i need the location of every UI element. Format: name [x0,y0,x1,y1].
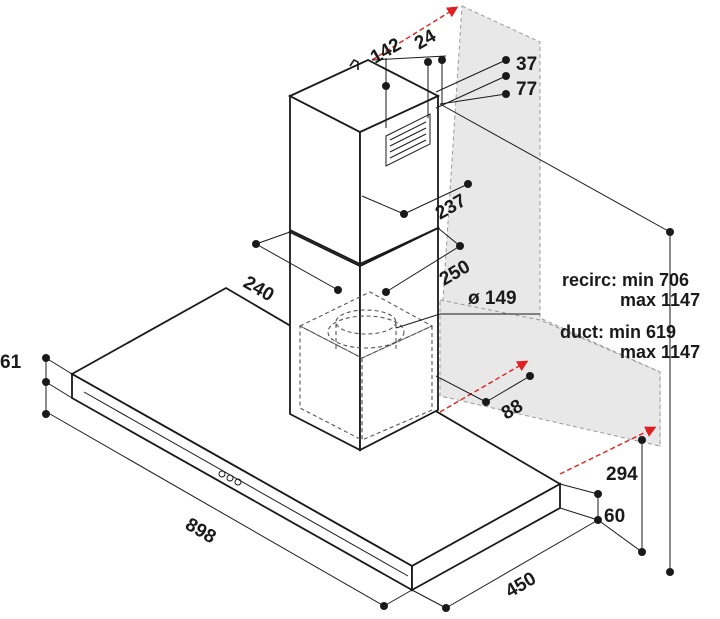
control-button-icon [234,478,242,486]
dim-450b-line [445,519,599,609]
control-button-icon [218,470,226,478]
dim-dot [666,568,674,576]
dim-dot [380,602,388,610]
top-wall-arrow [371,6,459,61]
label-450: 450 [502,568,540,602]
dim-88b-line [485,375,531,403]
dim-61-ext-b [45,381,73,399]
bracket-top [349,58,359,70]
dim-898-line [49,413,385,607]
dim-dot [42,410,50,418]
dim-dot [502,72,510,80]
dim-61-ext-a [45,357,73,375]
label-diameter-149: ø 149 [468,288,517,309]
dim-dot [252,240,260,248]
duct-outlet-dashed [298,291,434,441]
dim-37-leader [435,59,507,93]
upper-chimney-top [287,58,441,134]
height-leader [439,103,671,233]
control-button-icon [226,474,234,482]
dim-dot [334,286,342,294]
dim-250-ext [437,227,461,247]
dim-142-base [371,55,447,61]
dim-dot [638,548,646,556]
dim-240-line [255,243,339,291]
dim-237b-line [403,183,469,215]
mid-wall-arrow [439,360,529,413]
dim-88-line [435,375,487,403]
dim-dot [526,372,534,380]
label-294: 294 [606,464,638,485]
dim-237-line [361,195,405,215]
dim-dot [482,398,490,406]
dim-77b-leader [439,93,507,105]
dim-dot [464,180,472,188]
note-duct-min: duct: min 619 [560,322,676,342]
dim-60-ext [559,483,599,495]
label-898: 898 [182,514,220,548]
dim-dot [42,354,50,362]
dim-dot [442,604,450,612]
low-wall-arrow [559,426,657,475]
dim-dot [400,210,408,218]
dim-dot [424,58,432,66]
dim-250-line [385,245,461,293]
note-recirc-max: max 1147 [620,290,700,310]
dim-dot [438,56,446,64]
dim-dot [42,378,50,386]
note-duct-max: max 1147 [620,342,700,362]
dim-dot [666,228,674,236]
dim-dot [594,490,602,498]
label-24: 24 [411,25,440,54]
dim-dot [502,56,510,64]
label-60: 60 [604,506,625,527]
dim-149-leader [395,313,441,329]
label-37: 37 [516,54,537,75]
dim-dot [456,242,464,250]
vent-grille-icon [385,113,431,167]
dim-dot [382,82,390,90]
dim-450-line [411,589,447,609]
label-77: 77 [516,79,537,100]
note-recirc-min: recirc: min 706 [562,270,689,290]
label-61: 61 [0,352,22,373]
dim-898-ext [383,589,413,607]
dim-dot [638,436,646,444]
wall-lower [439,299,661,447]
dim-294-ext [597,519,643,553]
dim-dot [382,288,390,296]
dim-240-ext [255,231,291,245]
dim-60b-ext [559,507,599,521]
canopy-front-line [83,391,409,577]
dim-dot [502,90,510,98]
